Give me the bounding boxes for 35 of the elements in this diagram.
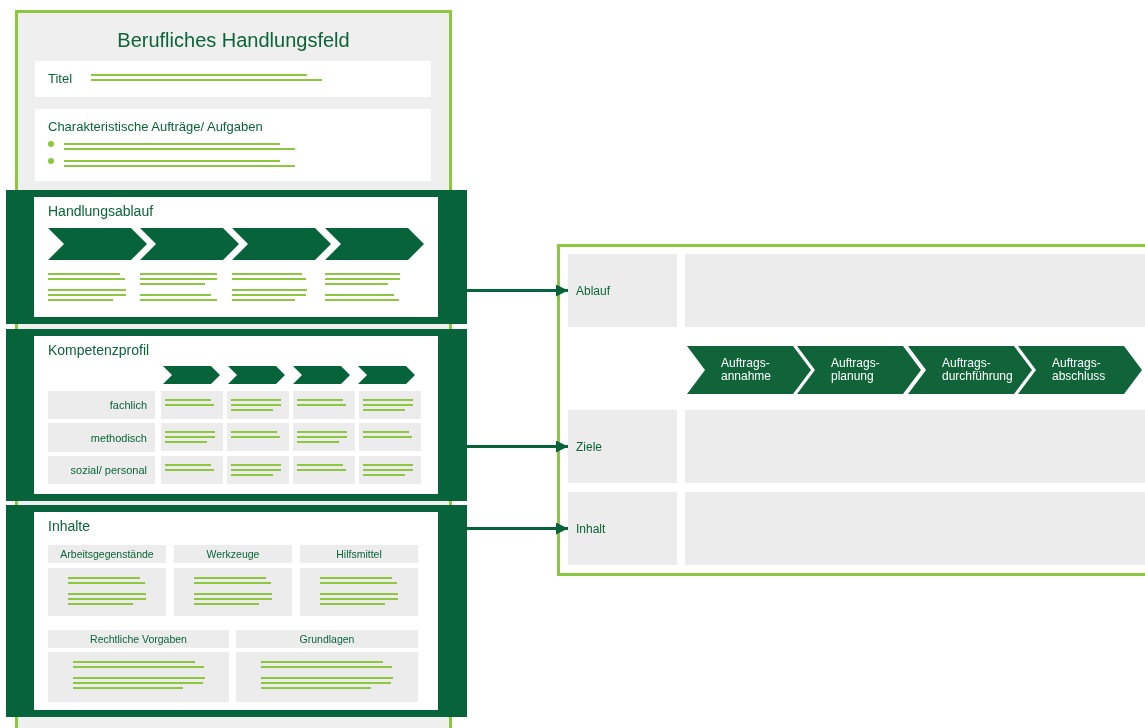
step-label: Auftrags- durchführung [942,356,1014,384]
process-step [687,346,811,394]
process-step [1018,346,1142,394]
column-label: Hilfsmittel [336,548,382,560]
process-step [797,346,921,394]
row-header [568,410,677,483]
arrow [467,522,568,535]
step-label: Auftrags- annahme [721,356,773,384]
row-header [568,254,677,327]
row-label: sozial/ personal [70,464,147,476]
row-label: fachlich [109,399,147,411]
field-card [35,109,431,181]
panel-heading: Berufliches Handlungsfeld [116,29,351,52]
row-label: Inhalt [576,521,606,536]
column-label: Arbeitsgegenstände [60,548,154,560]
template-panel [557,244,1145,576]
process-step [908,346,1032,394]
form-panel [15,10,452,190]
section-title: Kompetenzprofil [48,342,150,358]
step-label: Auftrags- planung [831,356,881,384]
column-label: Grundlagen [299,633,355,645]
field-card [35,61,431,97]
arrow [467,284,568,297]
field-label: Titel [48,71,73,86]
section-title: Inhalte [48,518,91,534]
row-label: methodisch [90,431,147,444]
row-label: Ablauf [576,283,611,298]
row-label: Ziele [576,439,602,454]
section-title: Handlungsablauf [48,203,154,219]
row-header [568,492,677,565]
step-label: Auftrags- abschluss [1052,356,1107,384]
column-label: Rechtliche Vorgaben [90,633,187,645]
arrow [467,440,568,453]
field-label: Charakteristische Aufträge/ Aufgaben [48,119,263,134]
column-label: Werkzeuge [206,548,260,560]
